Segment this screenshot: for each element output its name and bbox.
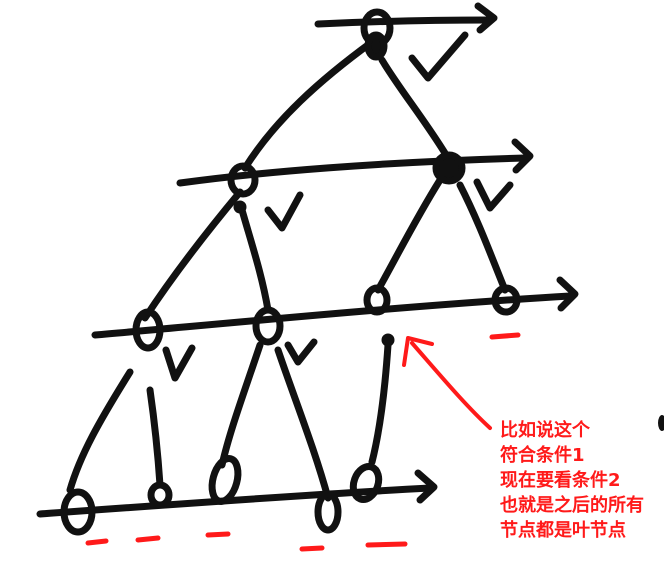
leaf-marker-level4-e — [365, 541, 408, 548]
leaf-marker-level4-d — [299, 545, 325, 552]
annotation-line: 现在要看条件2 — [500, 470, 621, 491]
annotation-text: 比如说这个 符合条件1 现在要看条件2 也就是之后的所有 节点都是叶节点 — [500, 418, 660, 543]
level-arrow-1 — [314, 2, 498, 34]
check-mark-level2-right — [473, 178, 514, 212]
check-mark-level2-left — [264, 191, 304, 232]
leaf-marker-level4-b — [135, 535, 161, 543]
node-level2-right — [432, 151, 466, 185]
annotation-line: 比如说这个 — [500, 420, 590, 441]
annotation-line: 也就是之后的所有 — [500, 495, 644, 516]
node-level4-d — [314, 490, 342, 534]
annotation-line: 节点都是叶节点 — [500, 520, 626, 541]
check-mark-root — [408, 31, 469, 82]
node-level4-e — [349, 463, 383, 503]
leaf-marker-level4-c — [205, 531, 231, 538]
node-level3-a — [132, 308, 164, 352]
node-level3-b — [252, 306, 284, 346]
check-mark-level3-b — [284, 338, 318, 366]
node-root — [360, 8, 394, 61]
node-level2-left — [227, 162, 259, 214]
level-arrow-2 — [176, 138, 534, 187]
tree-edges — [66, 38, 509, 502]
node-level3-d — [491, 284, 521, 316]
annotation-arrow — [402, 336, 492, 430]
leaf-marker-level4-a — [85, 538, 109, 546]
check-mark-level3-a — [162, 344, 196, 382]
leaf-marker-level3-d — [489, 332, 521, 340]
node-level4-a — [60, 488, 96, 536]
node-level4-b — [147, 481, 173, 509]
node-level4-c — [208, 455, 242, 505]
annotation-line: 符合条件1 — [500, 445, 585, 466]
node-level3-c — [363, 284, 395, 347]
level-arrow-3 — [91, 276, 579, 339]
stray-ink-dot — [658, 415, 664, 431]
